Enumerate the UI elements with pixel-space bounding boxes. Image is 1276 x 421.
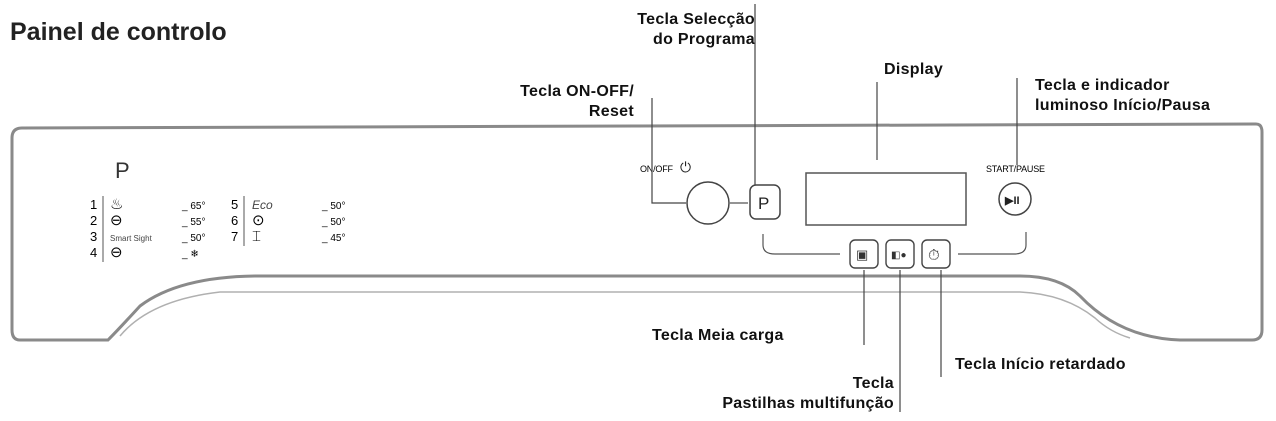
- function-bracket-left: [762, 234, 840, 255]
- program-3-number: 3: [90, 229, 97, 244]
- start-pause-label: START/PAUSE: [986, 164, 1045, 174]
- callout-delay-start: Tecla Início retardado: [955, 356, 1126, 373]
- eco-icon: Eco: [252, 198, 273, 212]
- program-button-label: P: [758, 194, 769, 213]
- program-7-temp: _ 45°: [321, 233, 345, 244]
- on-off-button[interactable]: [686, 181, 730, 225]
- play-pause-icon: ▶II: [1004, 195, 1020, 207]
- half-load-icon: ▣: [856, 247, 868, 262]
- function-bracket-right: [958, 232, 1027, 255]
- program-3-temp: _ 50°: [181, 233, 205, 244]
- program-4-number: 4: [90, 245, 97, 260]
- panel-outline: [10, 122, 1264, 342]
- program-header: P: [115, 158, 130, 183]
- quick-icon: ⊙: [252, 212, 265, 229]
- callout-start-pause-line1: Tecla e indicador: [1035, 77, 1170, 94]
- callout-start-pause: Tecla e indicador luminoso Início/Pausa: [1035, 76, 1210, 116]
- display-window: [805, 172, 967, 226]
- callout-multi-tablet-line2: Pastilhas multifunção: [722, 395, 894, 412]
- leader-on-off: [651, 98, 686, 204]
- half-load-button[interactable]: [849, 239, 879, 269]
- pot-lid-icon: ⊖: [110, 212, 123, 229]
- multi-tablet-button[interactable]: [885, 239, 915, 269]
- callout-start-pause-line2: luminoso Início/Pausa: [1035, 97, 1211, 114]
- program-6-number: 6: [231, 213, 238, 228]
- callout-multi-tablet: Tecla Pastilhas multifunção: [660, 374, 894, 414]
- program-7-number: 7: [231, 229, 238, 244]
- program-1-number: 1: [90, 197, 97, 212]
- pot-icon: ♨: [110, 196, 123, 213]
- callout-half-load: Tecla Meia carga: [652, 327, 784, 344]
- callout-display: Display: [884, 61, 944, 78]
- program-5-temp: _ 50°: [321, 201, 345, 212]
- smart-sight-icon: Smart Sight: [110, 234, 153, 243]
- delay-start-button[interactable]: [921, 239, 951, 269]
- callout-program-select-line2: do Programa: [653, 31, 755, 48]
- program-6-temp: _ 50°: [321, 217, 345, 228]
- power-icon: ⏻: [680, 159, 691, 175]
- program-1-temp: _ 65°: [181, 201, 205, 212]
- timer-icon: ⏱: [928, 247, 940, 264]
- glass-icon: ⌶: [252, 228, 261, 245]
- callout-on-off-line2: Reset: [588, 103, 634, 120]
- program-4-temp: _ ❄: [181, 249, 199, 260]
- callout-program-select: Tecla Selecção do Programa: [590, 10, 755, 50]
- callout-on-off-line1: Tecla ON-OFF/: [520, 83, 634, 100]
- callout-on-off: Tecla ON-OFF/ Reset: [470, 82, 634, 122]
- callout-multi-tablet-line1: Tecla: [852, 375, 894, 392]
- program-2-number: 2: [90, 213, 97, 228]
- page-title: Painel de controlo: [10, 18, 227, 46]
- callout-program-select-line1: Tecla Selecção: [637, 11, 755, 28]
- program-2-temp: _ 55°: [181, 217, 205, 228]
- on-off-label: ON/OFF: [640, 164, 673, 174]
- rinse-icon: ⊖: [110, 244, 123, 261]
- program-5-number: 5: [231, 197, 238, 212]
- program-select-button[interactable]: [749, 184, 781, 220]
- panel-inner-curve: [119, 291, 1131, 339]
- start-pause-button[interactable]: [998, 182, 1032, 216]
- multi-tablet-icon: ◧●: [891, 250, 907, 261]
